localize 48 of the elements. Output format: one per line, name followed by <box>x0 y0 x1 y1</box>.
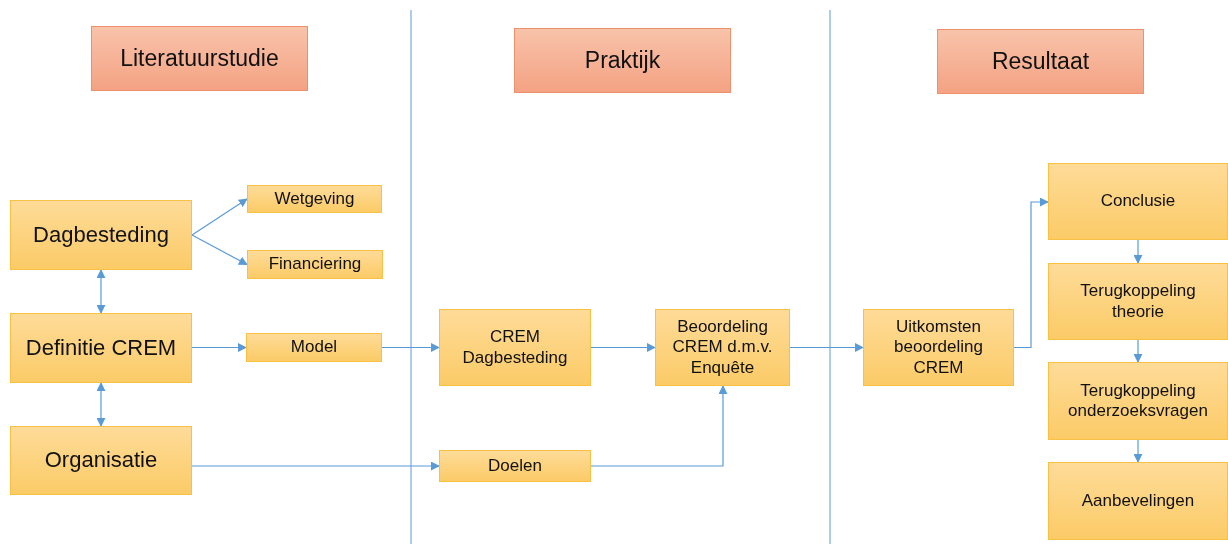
node-label: Definitie CREM <box>24 334 178 362</box>
node-label: Terugkoppeling onderzoeksvragen <box>1067 380 1209 422</box>
process-box <box>10 313 192 383</box>
arrow <box>590 385 728 467</box>
arrow <box>96 269 106 314</box>
arrow <box>191 234 248 266</box>
arrow <box>381 343 440 352</box>
arrow <box>191 198 248 236</box>
process-box <box>655 309 790 386</box>
node-label: Terugkoppeling theorie <box>1079 281 1197 322</box>
node-label: Doelen <box>487 455 543 477</box>
node-label: Conclusie <box>1099 191 1177 212</box>
process-box <box>1048 362 1228 440</box>
arrow <box>1013 197 1049 349</box>
arrow <box>1133 339 1143 363</box>
process-box <box>439 309 591 386</box>
process-box <box>247 250 383 279</box>
process-box <box>1048 263 1228 340</box>
phase-header <box>937 29 1144 94</box>
arrow <box>1133 239 1143 264</box>
process-box <box>439 450 591 482</box>
process-box <box>10 426 192 495</box>
arrow <box>191 343 247 352</box>
phase-header <box>91 26 308 91</box>
process-box <box>863 309 1014 386</box>
node-label: Resultaat <box>990 47 1091 76</box>
process-box <box>247 185 382 213</box>
node-label: Beoordeling CREM d.m.v. Enquête <box>671 316 774 379</box>
node-label: Wetgeving <box>273 188 356 210</box>
arrow <box>191 461 440 471</box>
node-label: CREM Dagbesteding <box>461 327 569 368</box>
process-box <box>10 200 192 270</box>
node-label: Aanbevelingen <box>1080 490 1196 512</box>
arrow <box>590 343 656 352</box>
process-box <box>1048 462 1228 540</box>
node-label: Organisatie <box>43 447 159 474</box>
phase-header <box>514 28 731 93</box>
node-label: Uitkomsten beoordeling CREM <box>893 316 984 379</box>
arrow <box>96 382 106 427</box>
process-box <box>246 333 382 362</box>
node-label: Literatuurstudie <box>119 44 280 73</box>
node-label: Dagbesteding <box>32 221 170 249</box>
arrow <box>789 343 864 352</box>
process-box <box>1048 163 1228 240</box>
node-label: Model <box>289 337 339 358</box>
node-label: Financiering <box>267 254 363 275</box>
arrow <box>1133 439 1143 463</box>
node-label: Praktijk <box>583 46 662 75</box>
